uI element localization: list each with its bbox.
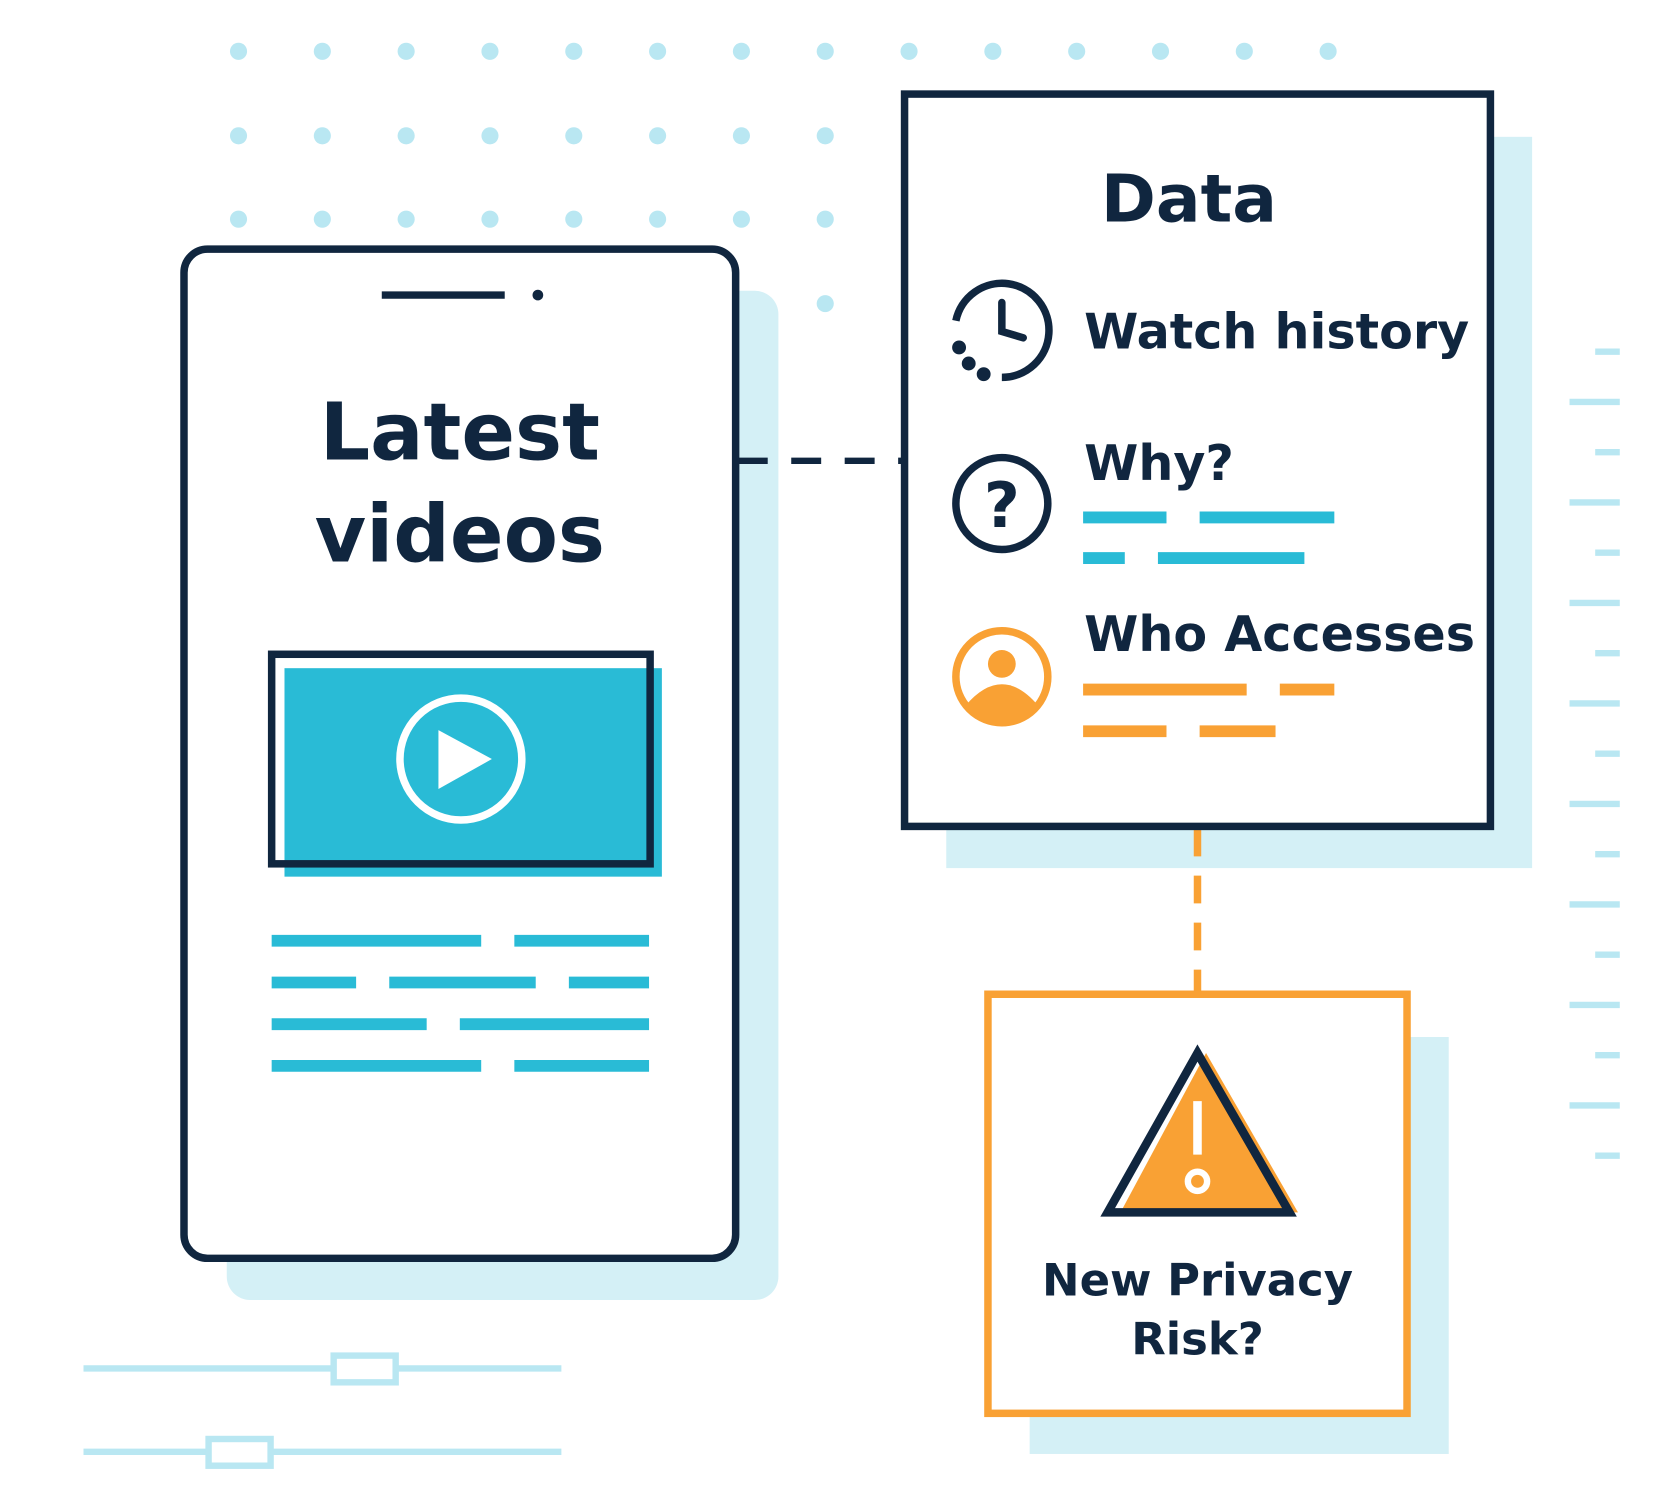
dot xyxy=(397,42,415,60)
dot xyxy=(900,42,918,60)
dot xyxy=(816,42,834,60)
dot xyxy=(313,210,331,228)
question-icon: ? xyxy=(952,453,1052,554)
who-placeholder-lines xyxy=(1083,683,1335,738)
dot xyxy=(732,42,750,60)
dot xyxy=(397,127,415,145)
dot xyxy=(313,127,331,145)
phone-camera xyxy=(532,289,544,301)
who-accesses-label: Who Accesses xyxy=(1084,605,1475,663)
dot xyxy=(229,42,248,60)
dot xyxy=(649,210,667,228)
clock-icon xyxy=(952,279,1053,382)
why-label: Why? xyxy=(1084,434,1234,492)
dot xyxy=(229,210,248,228)
risk-line1: New Privacy xyxy=(1042,1254,1353,1307)
dot xyxy=(1068,42,1086,60)
dot xyxy=(649,127,667,145)
video-thumbnail[interactable] xyxy=(267,650,662,877)
text-placeholder-lines xyxy=(271,934,650,1072)
dot xyxy=(481,42,499,60)
dot xyxy=(565,210,583,228)
phone: Latest videos xyxy=(180,245,740,1263)
dot xyxy=(649,42,667,60)
phone-title-line1: Latest xyxy=(320,387,600,479)
dot xyxy=(565,127,583,145)
user-icon xyxy=(952,627,1052,727)
warning-icon xyxy=(1100,1044,1298,1217)
data-card: Data Watch history ? Why? Who Accesses xyxy=(900,90,1495,831)
dot xyxy=(816,295,834,313)
risk-line2: Risk? xyxy=(1131,1313,1264,1366)
dot xyxy=(229,127,248,145)
risk-card: New Privacy Risk? xyxy=(984,990,1411,1418)
dot xyxy=(984,42,1002,60)
play-icon[interactable] xyxy=(396,694,526,824)
dot xyxy=(1319,42,1337,60)
dot xyxy=(1151,42,1170,60)
why-placeholder-lines xyxy=(1083,511,1335,564)
dot xyxy=(565,42,583,60)
phone-title-line2: videos xyxy=(315,488,605,580)
dot xyxy=(313,42,331,60)
dot xyxy=(816,210,834,228)
dot xyxy=(732,127,750,145)
watch-history-label: Watch history xyxy=(1084,303,1469,361)
dot xyxy=(732,210,750,228)
dot xyxy=(481,210,499,228)
dot xyxy=(1235,42,1253,60)
svg-text:?: ? xyxy=(984,469,1020,542)
tick-marks xyxy=(1569,348,1620,1159)
data-card-title: Data xyxy=(1101,159,1277,237)
dot xyxy=(816,127,834,145)
dot xyxy=(481,127,499,145)
slider-decoration xyxy=(83,1352,562,1469)
dot xyxy=(397,210,415,228)
